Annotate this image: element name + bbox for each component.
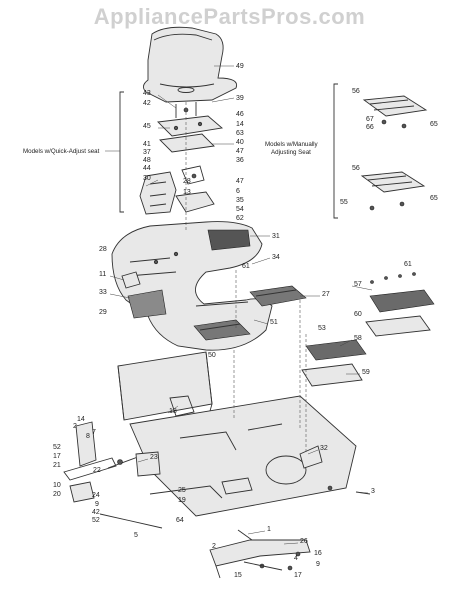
callout-36: 36 (236, 157, 244, 164)
foot-mats (301, 272, 435, 387)
callout-64: 64 (176, 517, 184, 524)
callout-25: 25 (178, 487, 186, 494)
callout-37: 37 (143, 149, 151, 156)
callout-19: 19 (178, 497, 186, 504)
left-linkage (63, 421, 253, 529)
callout-47: 47 (236, 148, 244, 155)
callout-2: 2 (73, 423, 77, 430)
callout-56: 56 (352, 88, 360, 95)
assembly-lines (185, 102, 307, 452)
callout-49: 49 (236, 63, 244, 70)
fender-body (111, 221, 273, 351)
callout-33: 33 (99, 289, 107, 296)
callout-34: 34 (272, 254, 280, 261)
callout-63: 63 (236, 130, 244, 137)
callout-61: 61 (404, 261, 412, 268)
callout-27: 27 (322, 291, 330, 298)
callout-62: 62 (236, 215, 244, 222)
callout-9: 9 (316, 561, 320, 568)
leader-lines (109, 65, 373, 545)
footrests (193, 285, 307, 341)
callout-4: 4 (294, 555, 298, 562)
callout-21: 21 (53, 462, 61, 469)
callout-1: 1 (267, 526, 271, 533)
callout-59: 59 (362, 369, 370, 376)
callout-16: 16 (314, 550, 322, 557)
callout-47: 47 (236, 178, 244, 185)
callout-39: 39 (236, 95, 244, 102)
callout-20: 20 (53, 491, 61, 498)
callout-28: 28 (99, 246, 107, 253)
callout-14: 14 (236, 121, 244, 128)
callout-28: 28 (183, 178, 191, 185)
callout-17: 17 (53, 453, 61, 460)
callout-61: 61 (242, 263, 250, 270)
callout-18: 18 (169, 408, 177, 415)
callout-32: 32 (320, 445, 328, 452)
seat-bracket-assembly (139, 102, 224, 215)
callout-24: 24 (92, 492, 100, 499)
manual-seat-bracket-line (333, 83, 338, 219)
frame-chassis (117, 351, 371, 517)
callout-26: 26 (300, 538, 308, 545)
callout-3: 3 (371, 488, 375, 495)
callout-15: 15 (234, 572, 242, 579)
callout-52: 52 (53, 444, 61, 451)
callout-14: 14 (77, 416, 85, 423)
callout-40: 40 (236, 139, 244, 146)
callout-65: 65 (430, 121, 438, 128)
callout-41: 41 (143, 141, 151, 148)
manual-seat-label-1: Models w/Manually (265, 141, 319, 148)
manual-seat-label-2: Adjusting Seat (271, 149, 311, 156)
callout-7: 7 (92, 429, 96, 436)
callout-30: 30 (143, 175, 151, 182)
callout-55: 55 (340, 199, 348, 206)
callout-67: 67 (366, 116, 374, 123)
callout-8: 8 (86, 433, 90, 440)
callout-50: 50 (208, 352, 216, 359)
callout-46: 46 (236, 111, 244, 118)
callout-48: 48 (143, 157, 151, 164)
watermark: AppliancePartsPros.com (93, 4, 366, 29)
callout-52: 52 (92, 517, 100, 524)
callout-54: 54 (236, 206, 244, 213)
callout-11: 11 (99, 271, 106, 278)
callout-42: 42 (143, 100, 151, 107)
callout-5: 5 (134, 532, 138, 539)
pedal-linkage (209, 529, 311, 579)
callout-53: 53 (318, 325, 326, 332)
callout-2: 2 (212, 543, 216, 550)
manual-seat-rails (360, 95, 428, 211)
callout-51: 51 (270, 319, 278, 326)
callout-57: 57 (354, 281, 362, 288)
callout-58: 58 (354, 335, 362, 342)
callout-10: 10 (53, 482, 61, 489)
callout-42: 42 (92, 509, 100, 516)
callout-35: 35 (236, 197, 244, 204)
quick-adjust-bracket-line (119, 91, 124, 213)
callout-44: 44 (143, 165, 151, 172)
callout-56: 56 (352, 165, 360, 172)
callout-29: 29 (99, 309, 107, 316)
callout-31: 31 (272, 233, 280, 240)
callout-65: 65 (430, 195, 438, 202)
callout-43: 43 (143, 90, 151, 97)
callout-23: 23 (150, 454, 158, 461)
callout-60: 60 (354, 311, 362, 318)
callout-45: 45 (143, 123, 151, 130)
callout-17: 17 (294, 572, 302, 579)
callout-66: 66 (366, 124, 374, 131)
callout-13: 13 (183, 189, 191, 196)
callout-22: 22 (93, 467, 101, 474)
callout-6: 6 (236, 188, 240, 195)
quick-adjust-label: Models w/Quick-Adjust seat (23, 148, 100, 155)
callout-9: 9 (95, 501, 99, 508)
seat (143, 26, 238, 103)
